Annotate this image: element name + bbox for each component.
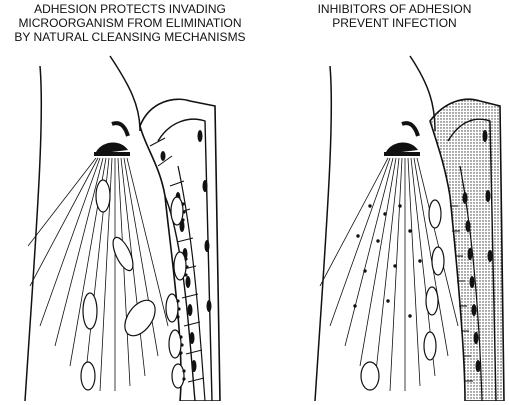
- right-panel-title: INHIBITORS OF ADHESION PREVENT INFECTION: [280, 2, 509, 30]
- adhered-bacterium: [171, 363, 185, 389]
- right-title-line-2: PREVENT INFECTION: [332, 16, 457, 30]
- microorganisms: [360, 199, 445, 391]
- shower-head-icon: [94, 121, 130, 156]
- left-panel-title: ADHESION PROTECTS INVADING MICROORGANISM…: [0, 2, 260, 44]
- epithelium-tract: [139, 98, 221, 401]
- throat-outline: [109, 55, 141, 132]
- left-title-line-1: ADHESION PROTECTS INVADING: [34, 2, 226, 16]
- free-bacterium: [428, 199, 442, 229]
- free-bacterium: [360, 361, 380, 391]
- receptor-spikes: [450, 205, 473, 382]
- free-bacterium: [431, 246, 445, 276]
- adhered-bacterium: [165, 293, 179, 323]
- body-silhouette: [314, 65, 333, 401]
- free-bacterium: [423, 331, 437, 361]
- water-spray: [319, 157, 459, 392]
- adhered-bacterium: [170, 196, 184, 226]
- inhibition-illustration: [314, 55, 505, 401]
- free-bacterium: [82, 292, 98, 330]
- adhered-bacterium: [168, 329, 182, 359]
- free-bacterium: [124, 299, 156, 337]
- free-bacterium: [95, 179, 111, 213]
- free-bacterium: [80, 361, 96, 391]
- inhibitor-dots: [353, 204, 422, 318]
- water-spray: [27, 157, 169, 392]
- cell-nuclei: [462, 130, 493, 372]
- microorganisms: [80, 179, 187, 391]
- free-bacterium: [112, 236, 134, 272]
- left-title-line-3: BY NATURAL CLEANSING MECHANISMS: [14, 30, 246, 44]
- body-silhouette: [24, 65, 43, 401]
- adhered-bacterium: [173, 251, 187, 281]
- epithelium-tract: [429, 98, 505, 401]
- left-title-line-2: MICROORGANISM FROM ELIMINATION: [18, 16, 242, 30]
- adhesin-dots: [176, 202, 189, 381]
- shower-head-icon: [384, 121, 420, 156]
- free-bacterium: [425, 286, 439, 316]
- adhesion-illustration: [24, 55, 221, 401]
- right-title-line-1: INHIBITORS OF ADHESION: [317, 2, 472, 16]
